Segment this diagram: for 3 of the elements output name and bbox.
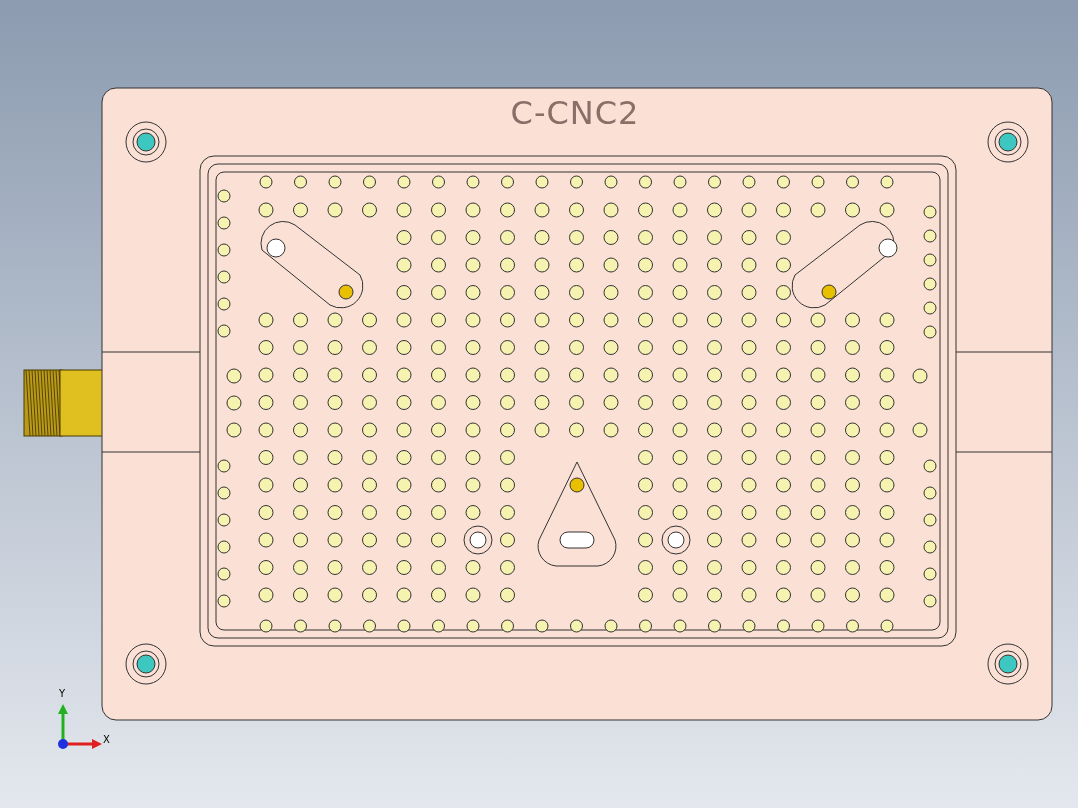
axis-label: X: [103, 734, 110, 745]
engraved-part-number: C-CNC2: [509, 94, 641, 132]
axis-label: Y: [59, 688, 66, 699]
